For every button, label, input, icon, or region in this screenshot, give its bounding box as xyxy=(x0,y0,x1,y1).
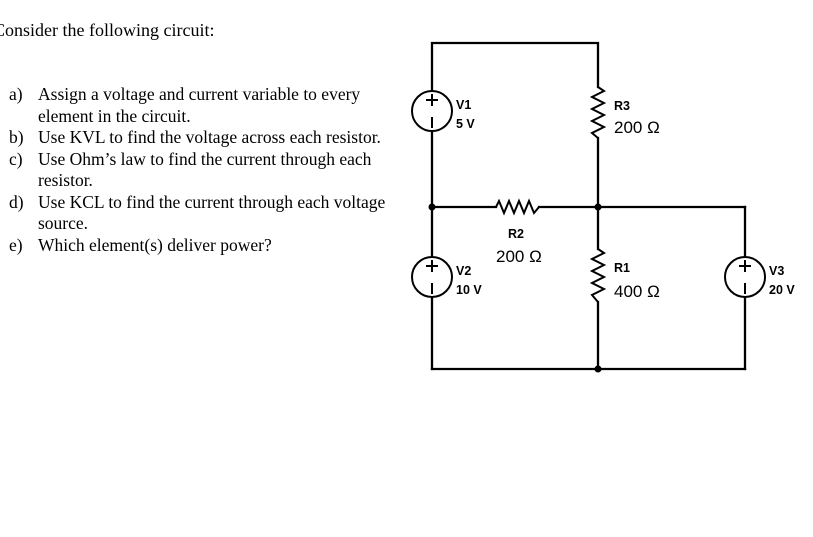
question-text: Assign a voltage and current variable to… xyxy=(38,84,361,126)
resistor-icon xyxy=(589,86,607,139)
question-c: c) Use Ohm’s law to find the current thr… xyxy=(9,149,399,192)
resistor-r1: R1 400 Ω xyxy=(589,248,660,303)
question-d: d) Use KCL to find the current through e… xyxy=(9,192,399,235)
r3-value: 200 Ω xyxy=(614,118,660,137)
problem-intro: Consider the following circuit: xyxy=(0,20,215,40)
r3-name: R3 xyxy=(614,99,630,113)
v3-name: V3 xyxy=(769,264,784,278)
junction-dot xyxy=(594,203,602,211)
r2-value: 200 Ω xyxy=(496,247,542,266)
question-label: d) xyxy=(9,191,24,212)
r1-value: 400 Ω xyxy=(614,282,660,301)
resistor-icon xyxy=(495,198,540,216)
voltage-source-v2: V2 10 V xyxy=(411,256,482,298)
resistor-r2: R2 200 Ω xyxy=(495,198,542,266)
v1-name: V1 xyxy=(456,98,471,112)
v2-value: 10 V xyxy=(456,283,482,297)
junction-dot xyxy=(428,203,436,211)
question-a: a) Assign a voltage and current variable… xyxy=(9,84,399,127)
question-label: c) xyxy=(9,148,23,169)
question-label: b) xyxy=(9,127,24,147)
question-text: Which element(s) deliver power? xyxy=(38,234,272,255)
question-e: e) Which element(s) deliver power? xyxy=(9,235,399,257)
question-label: e) xyxy=(9,234,23,255)
r2-name: R2 xyxy=(508,227,524,241)
junction-dot xyxy=(594,365,602,373)
voltage-source-v1: V1 5 V xyxy=(411,90,475,132)
voltage-source-icon xyxy=(411,90,453,132)
r1-name: R1 xyxy=(614,261,630,275)
question-b: b) Use KVL to find the voltage across ea… xyxy=(9,127,399,149)
circuit-wires xyxy=(430,41,747,371)
v1-value: 5 V xyxy=(456,117,475,131)
resistor-r3: R3 200 Ω xyxy=(589,86,660,139)
question-text: Use KVL to find the voltage across each … xyxy=(38,127,381,147)
voltage-source-icon xyxy=(411,256,453,298)
voltage-source-icon xyxy=(724,256,766,298)
resistor-icon xyxy=(589,248,607,303)
question-label: a) xyxy=(9,84,23,104)
voltage-source-v3: V3 20 V xyxy=(724,256,795,298)
v3-value: 20 V xyxy=(769,283,795,297)
question-text: Use Ohm’s law to find the current throug… xyxy=(38,148,372,191)
v2-name: V2 xyxy=(456,264,471,278)
question-text: Use KCL to find the current through each… xyxy=(38,191,386,234)
question-list: a) Assign a voltage and current variable… xyxy=(9,84,399,256)
